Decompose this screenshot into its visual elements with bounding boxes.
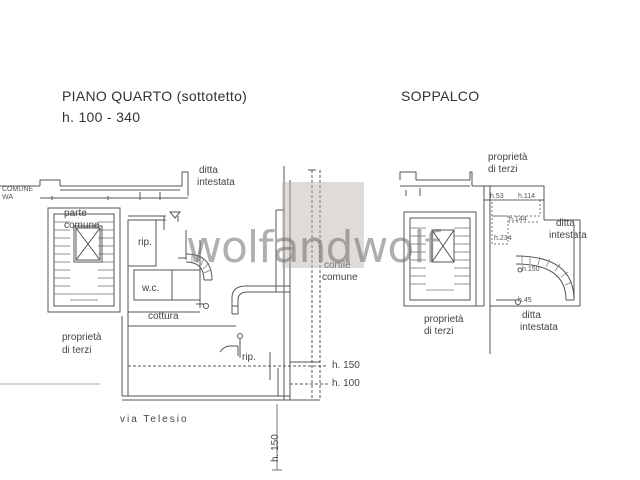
- label-rip-2: rip.: [242, 352, 256, 363]
- label-h114: h.114: [518, 193, 535, 200]
- label-right-proprieta-top: proprietà: [488, 152, 528, 163]
- left-curved-wall: [231, 285, 290, 314]
- label-cottura: cottura: [148, 311, 179, 322]
- label-h53: h.53: [490, 193, 504, 200]
- label-h150: h. 150: [332, 360, 360, 371]
- left-elevator: [75, 227, 101, 261]
- tiny-label-wa: WA: [2, 194, 14, 201]
- left-plan-title: PIANO QUARTO (sottotetto): [62, 88, 248, 104]
- right-spiral-stair-outer: [515, 255, 575, 301]
- right-plan-title: SOPPALCO: [401, 88, 480, 104]
- label-right-di-terzi-bottom: di terzi: [424, 326, 454, 337]
- left-top-wall-a: [39, 179, 61, 186]
- label-street: via Telesio: [120, 414, 189, 425]
- label-intestata: intestata: [197, 177, 235, 188]
- tiny-label-comune: COMUNE: [2, 186, 34, 193]
- left-stairwell: [47, 207, 121, 313]
- label-wc: w.c.: [142, 283, 160, 294]
- label-comune: comune: [64, 220, 100, 231]
- label-proprieta: proprietà: [62, 332, 102, 343]
- left-spiral-stair-outer: [185, 253, 213, 281]
- label-h234: h.234: [494, 235, 512, 242]
- label-ditta: ditta: [199, 165, 218, 176]
- label-h150-vertical: h. 150: [270, 434, 281, 462]
- label-right-intestata: intestata: [549, 230, 587, 241]
- left-top-wall-b: [60, 171, 189, 196]
- label-h144: h.144: [509, 216, 527, 223]
- label-right-proprieta-bottom: proprietà: [424, 314, 464, 325]
- label-right-intestata-bottom: intestata: [520, 322, 558, 333]
- label-cortile-comune: comune: [322, 272, 358, 283]
- label-cortile: cortile: [324, 260, 351, 271]
- label-right-di-terzi-top: di terzi: [488, 164, 518, 175]
- label-right-ditta-bottom: ditta: [522, 310, 541, 321]
- left-marker-triangle: [168, 211, 182, 219]
- right-elevator: [431, 229, 455, 263]
- watermark-box: [282, 182, 364, 268]
- left-plan-height: h. 100 - 340: [62, 109, 141, 125]
- label-h45: h.45: [518, 297, 532, 304]
- label-right-h150: h.150: [522, 266, 540, 273]
- label-right-ditta: ditta: [556, 218, 575, 229]
- label-rip-1: rip.: [138, 237, 152, 248]
- watermark: wolfandwolf: [186, 222, 440, 273]
- label-h100: h. 100: [332, 378, 360, 389]
- label-di-terzi: di terzi: [62, 345, 92, 356]
- right-top-wall-a: [399, 171, 417, 180]
- left-wc-room: [133, 269, 173, 301]
- label-parte: parte: [64, 208, 87, 219]
